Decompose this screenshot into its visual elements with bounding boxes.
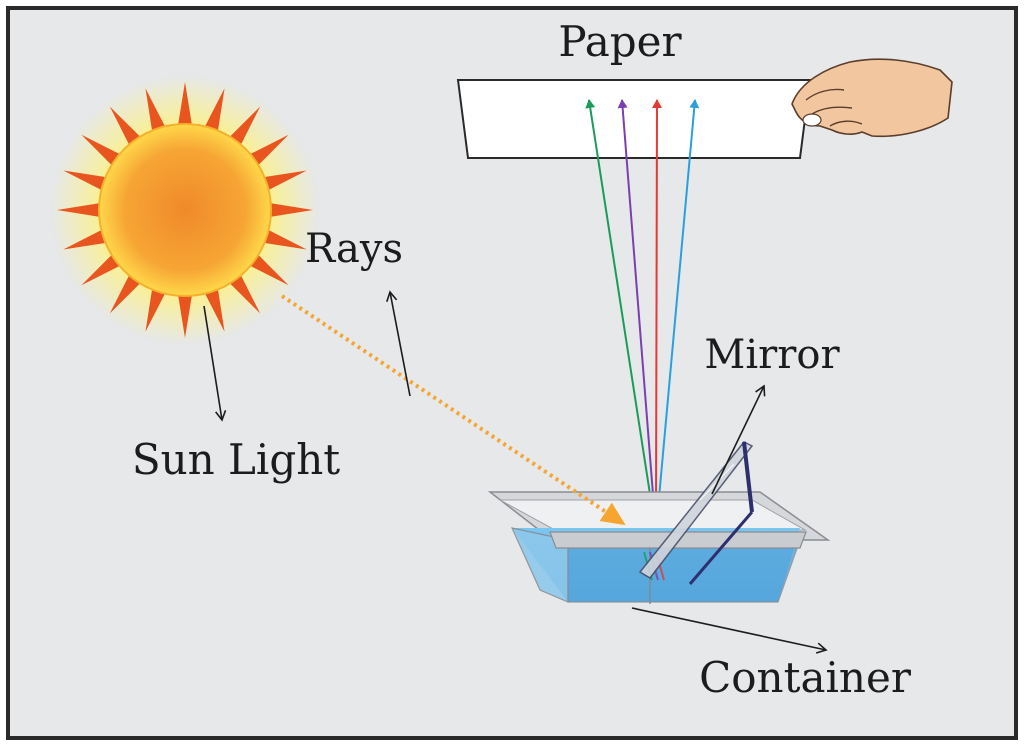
sun-ray-spike	[145, 88, 166, 133]
mirror-pointer-arrow	[711, 384, 766, 495]
sun-ray-spike	[228, 106, 261, 147]
red-ray	[651, 99, 662, 521]
sun-light-pointer-arrow	[203, 305, 227, 422]
violet-ray	[617, 99, 656, 521]
container-pointer-arrow	[631, 607, 828, 654]
label-container: Container	[699, 653, 912, 702]
sun-ray-spike	[262, 229, 307, 250]
sun-ray-spike	[109, 273, 142, 314]
hand-icon	[791, 58, 953, 138]
thumbnail	[802, 113, 822, 127]
sun-disc	[98, 123, 272, 297]
rays-pointer-arrow	[386, 290, 411, 397]
mirror	[638, 441, 754, 585]
sun-ray-spike	[268, 202, 313, 218]
sun-ray-spike	[63, 170, 108, 191]
sun-ray-spike	[63, 229, 108, 250]
sun-ray-spike	[177, 82, 193, 127]
container-icon	[487, 491, 831, 604]
sun-ray-spike	[228, 273, 261, 314]
sun-icon	[50, 75, 320, 345]
spectrum-rays	[585, 99, 700, 521]
incident-light-ray	[280, 294, 626, 526]
sun-ray-spike	[109, 106, 142, 147]
sun-ray-spike	[204, 287, 225, 332]
label-sun-light: Sun Light	[132, 435, 340, 484]
label-paper: Paper	[558, 17, 682, 66]
sun-ray-spike	[248, 253, 289, 286]
sun-rays	[57, 82, 313, 338]
sun-ray-spike	[248, 134, 289, 167]
blue-ray	[656, 99, 700, 521]
sun-ray-spike	[177, 293, 193, 338]
sun-ray-spike	[145, 287, 166, 332]
sun-ray-spike	[81, 253, 122, 286]
sun-ray-spike	[81, 134, 122, 167]
sun-ray-spike	[262, 170, 307, 191]
green-ray	[585, 99, 655, 521]
label-rays: Rays	[305, 226, 403, 272]
sun-ray-spike	[204, 88, 225, 133]
paper-sheet	[456, 79, 812, 159]
sun-ray-spike	[57, 202, 102, 218]
label-mirror: Mirror	[704, 332, 840, 378]
